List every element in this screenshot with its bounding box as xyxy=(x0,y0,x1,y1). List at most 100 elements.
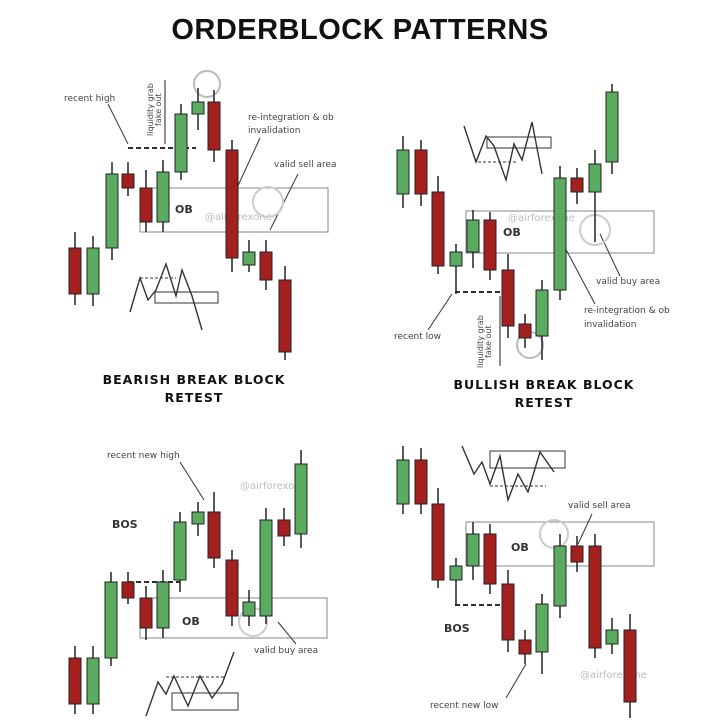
candle xyxy=(396,446,410,514)
candle xyxy=(518,314,532,348)
bos-label: BOS xyxy=(444,622,470,635)
candle xyxy=(431,176,445,274)
valid-buy-area-label: valid buy area xyxy=(596,277,660,287)
candle xyxy=(259,508,273,624)
caption-line-2: RETEST xyxy=(165,390,224,405)
candle xyxy=(553,166,567,300)
recent-new-high-label: recent new high xyxy=(107,451,180,461)
panel-bullish-break-block: OB @airforexone recent low liquidity gra… xyxy=(394,84,670,410)
candle xyxy=(449,244,463,294)
panel-bos-buy: OB @airforexone BOS recent new high vali… xyxy=(68,450,328,717)
panel-bearish-break-block: OB @airforexone recent high liquidity gr… xyxy=(64,70,337,405)
candle xyxy=(414,140,428,206)
candle xyxy=(535,594,549,674)
candle xyxy=(68,646,82,714)
recent-new-low-label: recent new low xyxy=(430,701,498,711)
mini-price-path xyxy=(463,121,543,183)
valid-sell-area-pointer xyxy=(577,513,593,545)
valid-buy-area-label: valid buy area xyxy=(254,646,318,656)
candle xyxy=(104,572,118,666)
candle xyxy=(191,502,205,536)
candle xyxy=(535,280,549,360)
mini-structure-sketch xyxy=(463,121,552,183)
candle xyxy=(156,570,170,638)
reintegration-label: re-integration & ob xyxy=(248,113,334,123)
ob-label: OB xyxy=(175,203,193,216)
valid-buy-area-pointer xyxy=(277,621,297,645)
candle xyxy=(207,492,221,568)
candle xyxy=(501,254,515,338)
mini-ob-box xyxy=(171,692,239,711)
candles xyxy=(396,84,619,360)
fake-out-label: fake out xyxy=(154,93,163,126)
candle xyxy=(414,448,428,514)
invalidation-label: invalidation xyxy=(584,320,637,330)
mini-structure-sketch xyxy=(461,445,566,503)
candle xyxy=(259,240,273,290)
ob-label: OB xyxy=(511,541,529,554)
candle xyxy=(278,266,292,360)
candle xyxy=(173,512,187,592)
candle xyxy=(68,232,82,305)
candle xyxy=(139,586,153,640)
page-title: ORDERBLOCK PATTERNS xyxy=(171,14,549,46)
candle xyxy=(121,572,135,604)
liquidity-grab-circle xyxy=(193,70,221,98)
candle xyxy=(225,140,239,272)
candle xyxy=(449,558,463,606)
candle xyxy=(588,150,602,242)
bos-label: BOS xyxy=(112,518,138,531)
reintegration-label: re-integration & ob xyxy=(584,306,670,316)
candle xyxy=(483,524,497,594)
invalidation-label: invalidation xyxy=(248,126,301,136)
mini-ob-box xyxy=(489,450,566,469)
candle xyxy=(501,570,515,652)
candle xyxy=(605,618,619,654)
candle xyxy=(396,136,410,208)
mini-structure-sketch xyxy=(129,261,219,331)
candle xyxy=(431,488,445,588)
watermark: @airforexone xyxy=(580,670,647,681)
mini-ob-box xyxy=(154,291,219,304)
reintegration-pointer xyxy=(561,241,596,305)
candle xyxy=(242,590,256,626)
fake-out-label: fake out xyxy=(484,325,493,358)
candle xyxy=(277,508,291,546)
candle xyxy=(553,534,567,618)
candle xyxy=(466,522,480,580)
candle xyxy=(294,450,308,548)
candle xyxy=(588,534,602,658)
mini-price-path xyxy=(461,445,555,503)
candle xyxy=(605,84,619,174)
liquidity-grab-label: liquidity grab xyxy=(476,315,485,368)
mini-structure-sketch xyxy=(145,651,239,717)
recent-new-low-pointer xyxy=(505,663,527,699)
ob-label: OB xyxy=(182,615,200,628)
reintegration-pointer xyxy=(235,137,261,191)
candle xyxy=(174,104,188,180)
candle xyxy=(86,236,100,306)
caption-line-2: RETEST xyxy=(515,395,574,410)
watermark: @airforexone xyxy=(240,481,307,492)
candle xyxy=(105,162,119,260)
candle xyxy=(139,170,153,232)
candle xyxy=(191,88,205,130)
retest-circle xyxy=(252,186,284,218)
recent-high-pointer xyxy=(107,103,129,145)
liquidity-grab-label: liquidity grab xyxy=(146,83,155,136)
valid-sell-area-label: valid sell area xyxy=(568,501,631,511)
candle xyxy=(623,614,637,718)
mini-price-path xyxy=(129,261,203,331)
caption-line-1: BEARISH BREAK BLOCK xyxy=(103,372,286,387)
candles xyxy=(396,446,637,718)
recent-new-high-pointer xyxy=(179,461,205,501)
candle xyxy=(466,210,480,268)
candle xyxy=(483,212,497,280)
candles xyxy=(68,88,292,360)
candle xyxy=(121,162,135,196)
ob-label: OB xyxy=(503,226,521,239)
valid-sell-area-label: valid sell area xyxy=(274,160,337,170)
candles xyxy=(68,450,308,714)
mini-ob-box xyxy=(486,136,552,149)
